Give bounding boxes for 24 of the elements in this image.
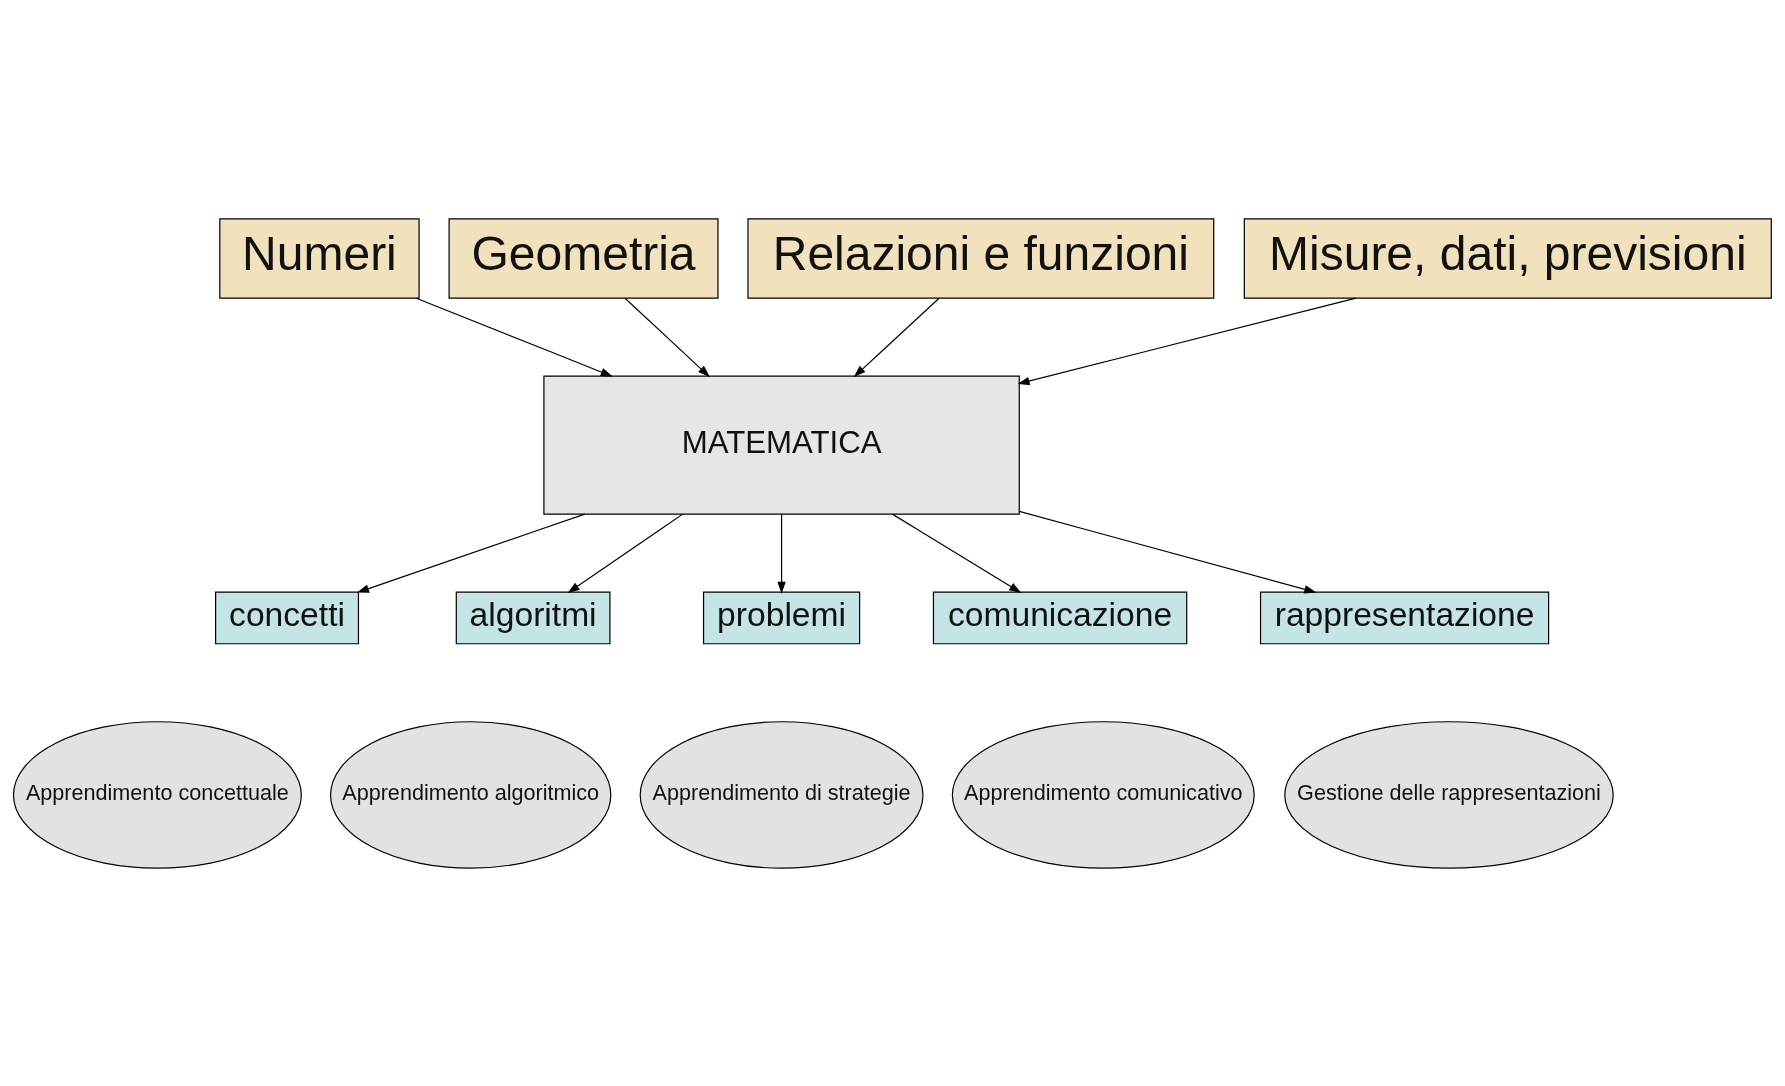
node-box: comunicazione [932, 591, 1188, 644]
node-box: Numeri [219, 217, 420, 299]
node-box: concetti [215, 591, 360, 644]
arrow [853, 297, 940, 377]
node-box: rappresentazione [1259, 591, 1550, 644]
node-box: Misure, dati, previsioni [1243, 217, 1772, 299]
node-box: Geometria [448, 217, 719, 299]
arrow [624, 297, 710, 377]
node-ellipse: Apprendimento comunicativo [951, 720, 1255, 869]
arrow [415, 297, 613, 377]
node-ellipse: Gestione delle rappresentazioni [1284, 720, 1614, 869]
node-ellipse: Apprendimento di strategie [639, 720, 924, 869]
node-ellipse: Apprendimento algoritmico [329, 720, 612, 869]
node-box: MATEMATICA [543, 374, 1020, 515]
arrow [1018, 510, 1317, 593]
node-ellipse: Apprendimento concettuale [12, 720, 302, 869]
arrow [777, 513, 786, 594]
node-box: problemi [702, 591, 861, 644]
arrow [891, 513, 1022, 593]
arrow [357, 513, 586, 593]
node-box: algoritmi [455, 591, 611, 644]
arrow [1017, 297, 1357, 385]
node-box: Relazioni e funzioni [747, 217, 1215, 299]
arrow [567, 513, 684, 593]
